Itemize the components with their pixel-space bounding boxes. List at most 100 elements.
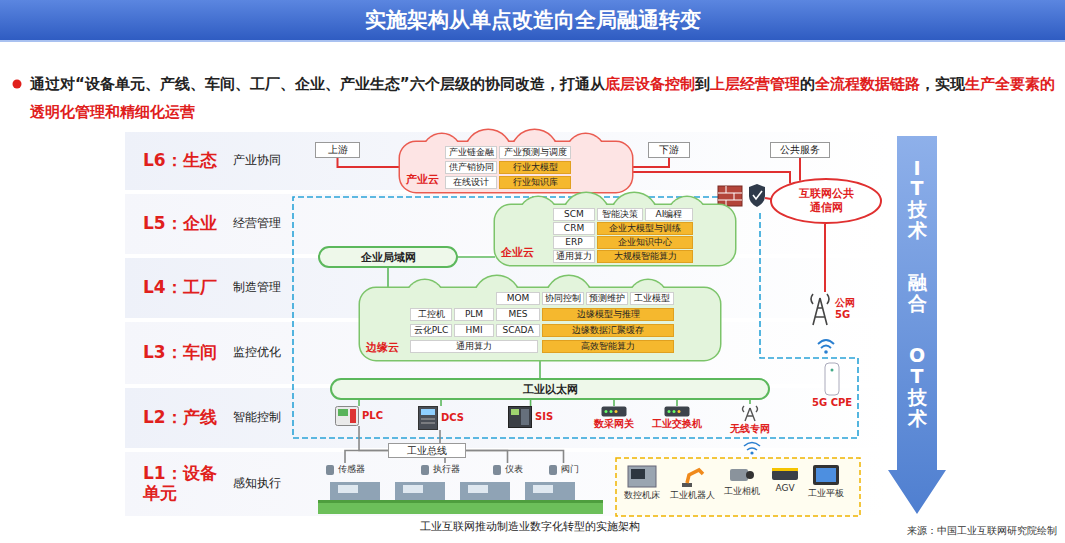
label-text: 工业以太网	[523, 382, 578, 397]
icon-part	[687, 470, 703, 483]
device: 工业交换机	[652, 406, 702, 430]
device-name: 5G CPE	[812, 397, 852, 409]
production-line	[403, 485, 423, 493]
icon-part	[678, 410, 681, 413]
circle-outline	[771, 179, 881, 223]
icon-part	[549, 465, 557, 475]
body-text: 通过对“设备单元、产线、车间、工厂、企业、产业生态”六个层级的协同改造，打通从	[30, 75, 605, 93]
icon-part	[682, 483, 692, 487]
label-box: 工业总线	[388, 443, 466, 458]
device-name: 数控机床	[624, 489, 660, 502]
production-line	[330, 482, 380, 500]
label-text: 公共服务	[780, 143, 820, 157]
function-cell: 通用算力	[553, 250, 595, 263]
network-bus: 企业局域网	[318, 246, 458, 268]
terminal-device: 数控机床	[624, 464, 660, 502]
device: 5G CPE	[812, 362, 852, 409]
bullet-dot	[13, 80, 22, 89]
function-cell: SCM	[553, 208, 595, 221]
device-icon	[740, 404, 760, 422]
icon-part	[421, 465, 429, 475]
layer-name: L4：工厂	[143, 278, 225, 298]
vertical-text: 融合	[908, 272, 927, 314]
connector	[466, 451, 564, 464]
terminal-device: 工业机器人	[670, 464, 715, 502]
production-line	[318, 482, 603, 514]
label-text: PLM	[465, 309, 483, 320]
vertical-text: IT技术	[908, 158, 927, 242]
connector	[749, 400, 751, 404]
cloud: 产业云产业链金融产业预测与调度供产销协同行业大模型在线设计行业知识库	[400, 142, 632, 192]
label-text: 云化PLC	[414, 325, 449, 336]
icon-part	[746, 471, 754, 479]
firewall-icon	[718, 186, 742, 206]
function-cell: 行业知识库	[499, 176, 571, 189]
cloud-layer	[400, 130, 632, 192]
layer-name: L5：企业	[143, 214, 225, 234]
function-cell: 工控机	[410, 308, 452, 321]
device-icon	[601, 406, 627, 417]
firewall-icon	[718, 186, 742, 206]
device-icon	[492, 464, 502, 476]
body-text: 的	[800, 75, 815, 93]
device-icon	[679, 464, 707, 488]
device-group-frame	[616, 458, 860, 516]
connector	[824, 224, 826, 292]
field-device: 传感器	[325, 463, 365, 476]
device-icon	[664, 406, 690, 417]
icon-part	[730, 469, 748, 481]
highlight-text: 全流程数据链路	[815, 75, 920, 93]
network-boundary	[293, 197, 858, 438]
function-cell: 大规模智能算力	[597, 250, 693, 263]
layer-function: 经营管理	[233, 217, 281, 231]
label-text: 工控机	[418, 309, 445, 320]
function-cell: 边缘模型与推理	[542, 308, 674, 321]
device-name: 传感器	[338, 463, 365, 476]
function-cell: 边缘数据汇聚缓存	[542, 324, 674, 337]
function-cell: 预测维护	[586, 292, 628, 305]
production-line	[395, 482, 445, 500]
label-text: CRM	[564, 223, 584, 234]
device-icon	[823, 362, 841, 396]
layer-name: L3：车间	[143, 343, 225, 363]
shield-icon	[749, 184, 771, 207]
connector	[799, 158, 801, 181]
field-device: 仪表	[492, 463, 523, 476]
network-boundary	[293, 197, 858, 438]
field-device: 阀门	[548, 463, 579, 476]
connector	[458, 256, 495, 258]
terminal-device: AGV	[770, 464, 800, 493]
layer-name: L1：设备单元	[143, 464, 225, 503]
label-text: MOM	[507, 293, 530, 304]
icon-part	[610, 410, 613, 413]
device-name: DCS	[441, 412, 464, 424]
label-text: 工业总线	[407, 444, 447, 458]
highlight-text: 底层设备控制	[605, 75, 695, 93]
icon-part	[825, 363, 839, 395]
bus-outline	[319, 247, 457, 267]
device-icon	[418, 406, 438, 430]
icon-part	[811, 294, 829, 325]
cloud-name: 边缘云	[366, 340, 399, 355]
bullet-dot	[13, 80, 22, 89]
layer-function: 监控优化	[233, 346, 281, 360]
function-cell: 产业预测与调度	[499, 146, 571, 159]
icon-part	[509, 407, 532, 428]
device-name: 工业相机	[724, 485, 760, 498]
field-device: 执行器	[420, 463, 460, 476]
icon-part	[521, 409, 529, 425]
label-text: 产业链金融	[449, 147, 494, 158]
device: 无线专网	[730, 404, 770, 435]
layer-function: 制造管理	[233, 281, 281, 295]
device-name: SIS	[535, 411, 553, 423]
label-text: 行业大模型	[513, 162, 558, 173]
function-cell: MOM	[496, 292, 540, 305]
wireless-symbol	[818, 340, 834, 354]
cloud-bump	[519, 197, 557, 235]
icon-part	[628, 466, 656, 487]
device-icon	[811, 464, 841, 486]
connector	[345, 451, 388, 464]
layer-function: 感知执行	[233, 477, 281, 491]
connector	[387, 268, 389, 288]
label-box: 上游	[315, 142, 360, 158]
